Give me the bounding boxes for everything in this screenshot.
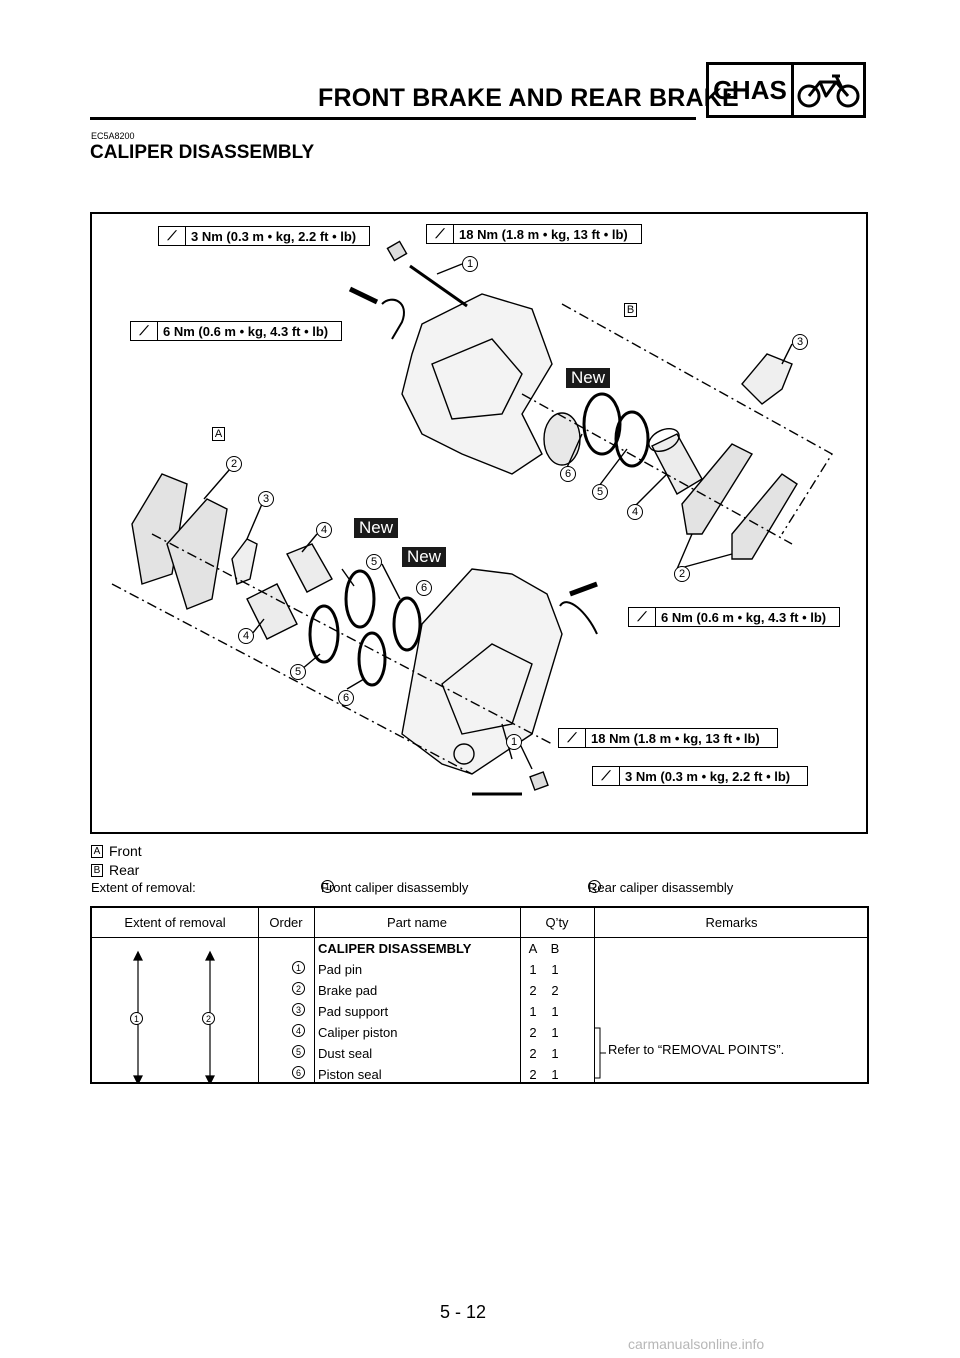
page-number: 5 - 12 [440,1302,487,1322]
rear-plug [386,240,408,262]
qty-header-b: B [550,941,560,956]
legend-letter: B [91,863,103,877]
front-bleed-screw [569,581,598,597]
front-dust-seal-2 [308,604,340,664]
header-rule [90,117,696,120]
legend-front: A Front [91,843,142,859]
legend-letter: A [91,844,103,858]
section-code: EC5A8200 [91,131,135,141]
legend-rear: B Rear [91,862,139,878]
rear-brake-pad-1 [681,443,754,535]
extent-marker-2: 2 [202,1012,215,1025]
legend-text: Rear [109,862,140,878]
table-row: 1 Pad pin 1 1 [92,959,867,980]
new-part-tag: New [402,547,447,567]
front-piston-seal-1 [392,596,422,652]
extent-arrows [133,950,215,1084]
torque-wrench-icon: ⟋ [559,729,586,747]
callout-4: 4 [238,628,254,644]
callout-2: 2 [226,456,242,472]
table-header: Part name [387,914,447,930]
table-row: 6 Piston seal 2 1 [92,1064,867,1085]
front-dust-seal-1 [344,569,376,629]
torque-label: ⟋ 3 Nm (0.3 m • kg, 2.2 ft • lb) [158,226,370,246]
front-piston-seal-2 [357,631,387,687]
torque-wrench-icon: ⟋ [593,767,620,785]
torque-label: ⟋ 3 Nm (0.3 m • kg, 2.2 ft • lb) [592,766,808,786]
rear-caliper-body [401,293,553,475]
watermark: carmanualsonline.info [628,1336,765,1352]
torque-label: ⟋ 18 Nm (1.8 m • kg, 13 ft • lb) [558,728,778,748]
disassembly-table: Extent of removal Order Part name Q’ty R… [90,906,869,1084]
callout-5: 5 [592,484,608,500]
callout-4: 4 [627,504,643,520]
table-header: Order [269,914,303,930]
callout-4: 4 [316,522,332,538]
callout-3: 3 [258,491,274,507]
table-row: 5 Dust seal 2 1 [92,1043,867,1064]
callout-6: 6 [560,466,576,482]
callout-6: 6 [338,690,354,706]
new-part-tag: New [566,368,611,388]
torque-label: ⟋ 6 Nm (0.6 m • kg, 4.3 ft • lb) [130,321,342,341]
callout-6: 6 [416,580,432,596]
section-title: CALIPER DISASSEMBLY [90,142,315,163]
rear-brake-pad-2 [731,473,798,560]
qty-header-a: A [528,941,538,956]
table-header: Extent of removal [124,914,226,930]
torque-wrench-icon: ⟋ [131,322,158,340]
callout-5: 5 [366,554,382,570]
table-header: Q’ty [545,914,569,930]
torque-label: ⟋ 18 Nm (1.8 m • kg, 13 ft • lb) [426,224,642,244]
rear-marker: B [624,303,637,317]
rear-dust-seal [614,410,650,468]
front-piston-2 [246,583,298,640]
torque-label: ⟋ 6 Nm (0.6 m • kg, 4.3 ft • lb) [628,607,840,627]
table-header-row [92,908,867,938]
front-piston-1 [286,543,333,593]
remarks-text: Refer to “REMOVAL POINTS”. [608,1042,785,1057]
callout-2: 2 [674,566,690,582]
table-row: 4 Caliper piston 2 1 [92,1022,867,1043]
extent-label: Extent of removal: [91,880,196,895]
exploded-diagram: ⟋ 3 Nm (0.3 m • kg, 2.2 ft • lb) ⟋ 18 Nm… [90,212,868,834]
rear-pad-support [741,353,793,405]
chapter-badge-label: CHAS [709,65,794,115]
caliper-illustration [111,240,833,796]
front-brake-pad-2 [166,498,228,610]
group-title: CALIPER DISASSEMBLY [318,941,472,956]
front-plug [529,771,549,791]
legend-text: Front [109,843,142,859]
table-group-row: CALIPER DISASSEMBLY A B [92,938,867,959]
callout-3: 3 [792,334,808,350]
callout-1: 1 [506,734,522,750]
extent-marker-1: 1 [130,1012,143,1025]
chapter-badge: CHAS [706,62,866,118]
table-row: 2 Brake pad 2 2 [92,980,867,1001]
remarks-bracket [594,1027,606,1079]
page-header-title: FRONT BRAKE AND REAR BRAKE [318,84,739,112]
front-pad-support [231,538,258,585]
front-marker: A [212,427,225,441]
torque-wrench-icon: ⟋ [629,608,656,626]
table-header: Remarks [705,914,758,930]
rear-pad-pin [409,264,468,308]
torque-wrench-icon: ⟋ [159,227,186,245]
front-caliper-body [401,568,563,775]
callout-5: 5 [290,664,306,680]
motorcycle-icon [794,65,863,115]
new-part-tag: New [354,518,399,538]
torque-wrench-icon: ⟋ [427,225,454,243]
callout-1: 1 [462,256,478,272]
table-row: 3 Pad support 1 1 [92,1001,867,1022]
rear-bleed-screw [348,286,379,305]
